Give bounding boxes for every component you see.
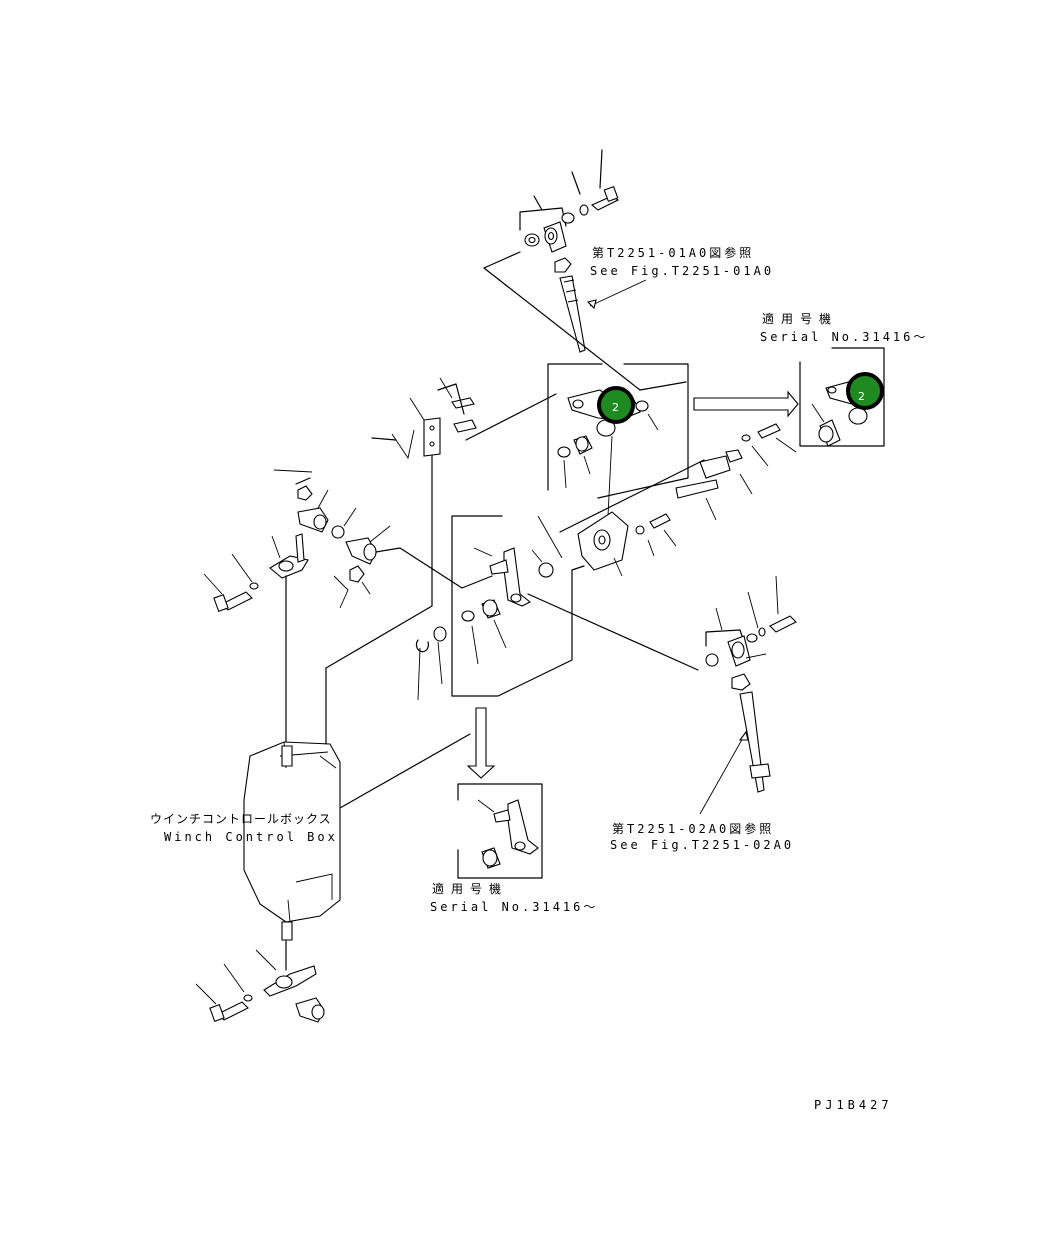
- serial-right-jp: 適用号機: [762, 312, 839, 326]
- ref-bottom-en: See Fig.T2251-02A0: [610, 838, 795, 852]
- top-rod-assembly: [483, 149, 687, 391]
- callout-circle: [846, 372, 884, 410]
- down-arrow: [466, 707, 496, 779]
- callout-number: 2: [858, 390, 865, 403]
- drawing-code: PJ1B427: [814, 1098, 893, 1112]
- left-upper-bracket: [371, 377, 477, 607]
- center-upper-box: [465, 363, 689, 517]
- bottom-lever-assembly: [195, 939, 325, 1023]
- ref-top-jp: 第T2251-01A0図参照: [592, 246, 755, 260]
- left-lever-assembly: [203, 469, 493, 745]
- serial-bottom-en: Serial No.31416～: [430, 900, 599, 914]
- center-lower-box: [451, 515, 699, 697]
- winch-label-en: Winch Control Box: [164, 830, 338, 844]
- snap-rings: [415, 626, 447, 701]
- ref-top-en: See Fig.T2251-01A0: [590, 264, 775, 278]
- callout-number: 2: [612, 401, 619, 414]
- ref-bottom-jp: 第T2251-02A0図参照: [612, 822, 775, 836]
- winch-control-box: [243, 605, 471, 941]
- callout-marker-right[interactable]: 2: [846, 372, 884, 410]
- winch-label-jp: ウインチコントロールボックス: [150, 812, 332, 826]
- callout-circle: [597, 386, 635, 424]
- callout-marker-center[interactable]: 2: [597, 386, 635, 424]
- lower-serial-box: [457, 783, 543, 879]
- lower-rod-assembly: [699, 575, 797, 815]
- central-shaft-assembly: [559, 423, 797, 577]
- right-arrow: [693, 390, 799, 418]
- serial-right-en: Serial No.31416～: [760, 330, 929, 344]
- serial-bottom-jp: 適用号機: [432, 882, 509, 896]
